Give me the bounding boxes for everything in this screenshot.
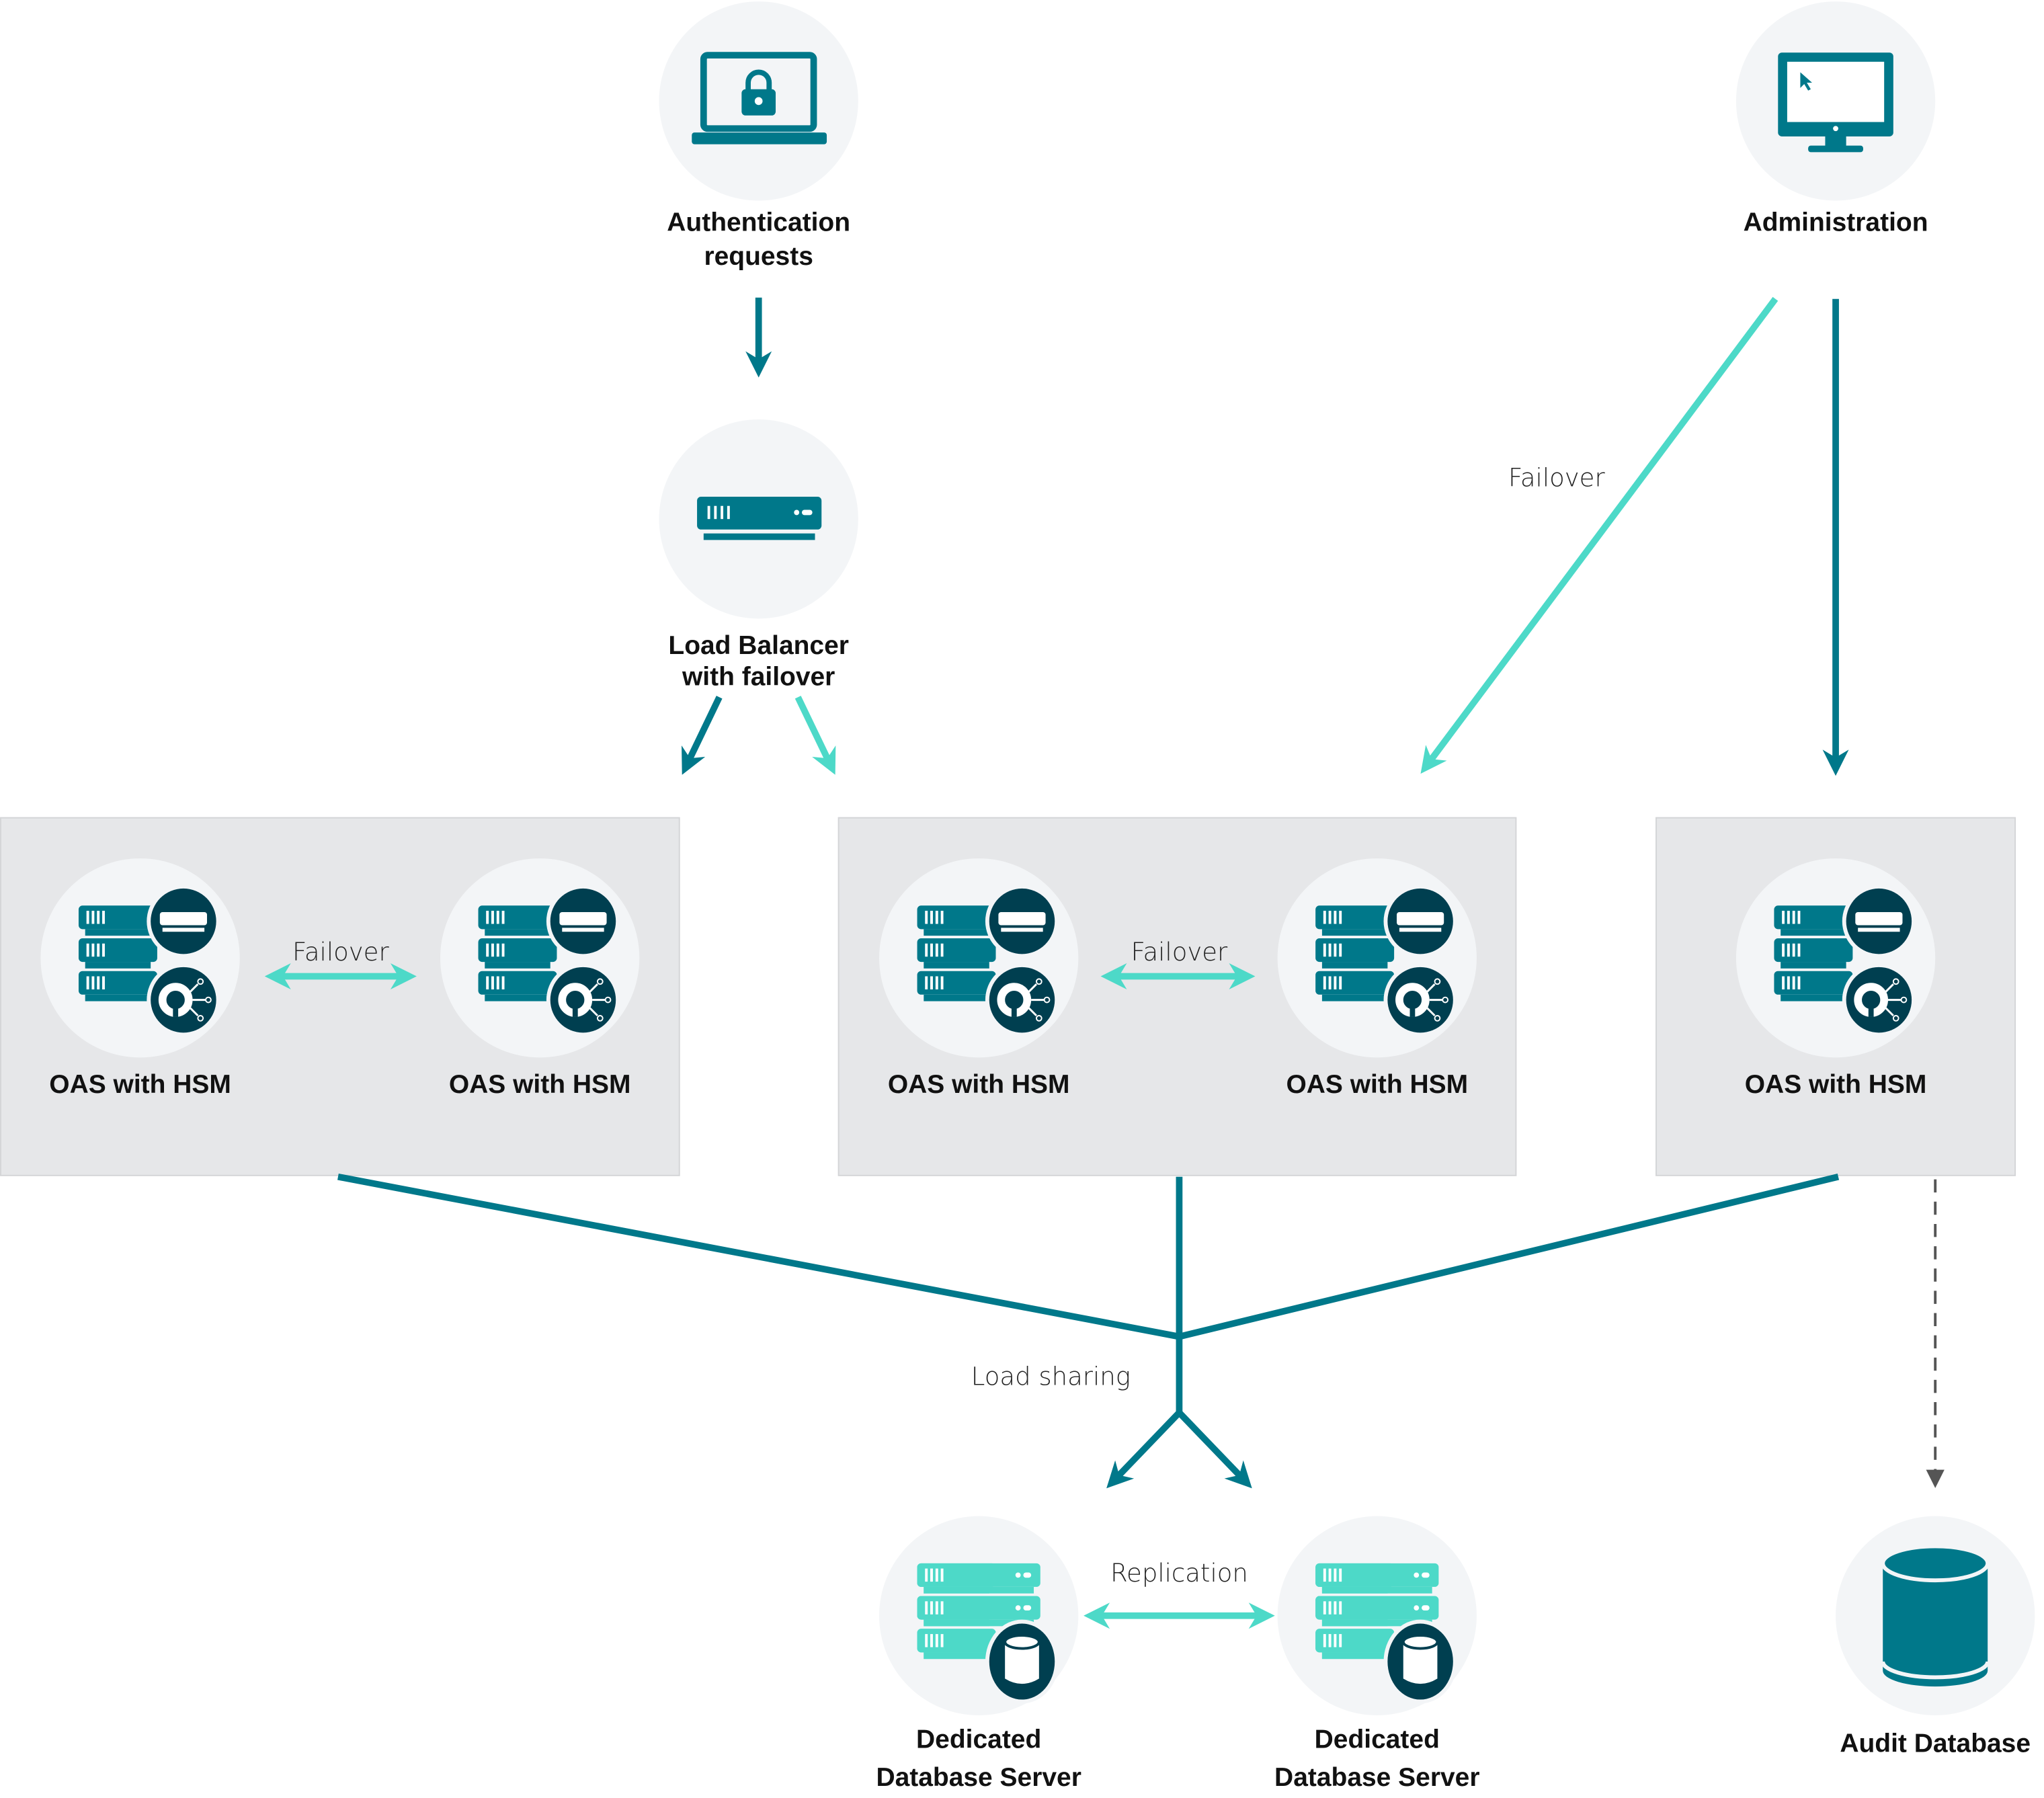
lb-label-line2: with failover xyxy=(682,663,835,692)
db-label-line1: Dedicated xyxy=(916,1725,1041,1754)
load-sharing-lines xyxy=(337,1173,1840,1340)
database-icon xyxy=(1881,1544,1990,1687)
replication-label: Replication xyxy=(1110,1559,1248,1588)
oas-node-1: OAS with HSM xyxy=(40,858,239,1099)
oas-label: OAS with HSM xyxy=(888,1070,1070,1099)
database-server-icon xyxy=(1278,1516,1477,1715)
lb-to-group2-failover-arrow xyxy=(794,696,836,775)
to-db1-arrow xyxy=(1106,1410,1182,1489)
oas-hsm-icon xyxy=(40,858,239,1057)
oas-node-4: OAS with HSM xyxy=(1278,858,1477,1099)
db-label-line2: Database Server xyxy=(1274,1763,1479,1792)
oas-hsm-icon xyxy=(879,858,1078,1057)
lb-label-line1: Load Balancer xyxy=(668,631,849,660)
oas-node-2: OAS with HSM xyxy=(440,858,639,1099)
group1-failover-label: Failover xyxy=(292,938,389,967)
auth-requests-node: Authentication requests xyxy=(659,1,858,271)
db-server-1: Dedicated Database Server xyxy=(876,1516,1081,1792)
oas-node-5: OAS with HSM xyxy=(1736,858,1935,1099)
admin-label: Administration xyxy=(1744,208,1928,237)
oas-label: OAS with HSM xyxy=(1745,1070,1927,1099)
db-label-line2: Database Server xyxy=(876,1763,1081,1792)
oas-hsm-icon xyxy=(1278,858,1477,1057)
load-balancer-node: Load Balancer with failover xyxy=(659,419,858,692)
db-label-line1: Dedicated xyxy=(1315,1725,1440,1754)
auth-label-line2: requests xyxy=(704,242,813,271)
laptop-lock-icon xyxy=(692,52,827,145)
lb-to-group1-arrow xyxy=(682,696,723,775)
oas-label: OAS with HSM xyxy=(49,1070,231,1099)
oas-label: OAS with HSM xyxy=(1286,1070,1468,1099)
oas-label: OAS with HSM xyxy=(449,1070,631,1099)
audit-database-node: Audit Database xyxy=(1836,1516,2035,1758)
oas-hsm-icon xyxy=(440,858,639,1057)
auth-label-line1: Authentication xyxy=(667,208,850,237)
load-balancer-icon xyxy=(697,497,822,540)
oas-node-3: OAS with HSM xyxy=(879,858,1078,1099)
admin-failover-label: Failover xyxy=(1508,463,1605,492)
administration-node: Administration xyxy=(1735,1,1936,237)
load-sharing-label: Load sharing xyxy=(971,1362,1131,1391)
group2-failover-label: Failover xyxy=(1131,938,1228,967)
admin-failover-arrow xyxy=(1420,296,1779,774)
to-db2-arrow xyxy=(1176,1410,1252,1489)
monitor-icon xyxy=(1778,52,1893,153)
db-server-2: Dedicated Database Server xyxy=(1274,1516,1480,1792)
oas-hsm-icon xyxy=(1736,858,1935,1057)
audit-label: Audit Database xyxy=(1840,1729,2031,1758)
database-server-icon xyxy=(879,1516,1078,1715)
